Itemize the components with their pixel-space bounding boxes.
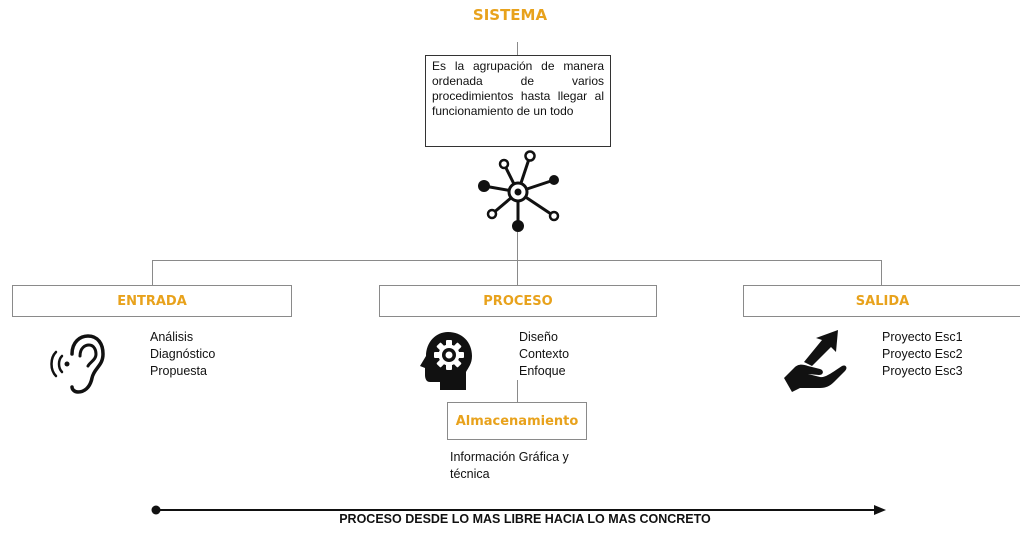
hand-arrow-icon [784,330,847,392]
definition-box: Es la agrupación de manera ordenada de v… [425,55,611,147]
horizontal-connector [152,260,881,261]
proceso-list: Diseño Contexto Enfoque [519,329,569,380]
diagram-title: SISTEMA [472,6,548,24]
salida-box: SALIDA [743,285,1020,317]
salida-connector [881,260,882,285]
storage-description: Información Gráfica y técnica [450,450,569,481]
hub-connector [517,232,518,260]
network-icon [478,150,560,232]
entrada-list: Análisis Diagnóstico Propuesta [150,329,215,380]
storage-label: Almacenamiento [455,413,579,429]
list-item: Contexto [519,347,570,361]
list-item: Proyecto Esc3 [882,364,963,378]
proceso-connector [517,260,518,285]
title-connector [517,42,518,55]
list-item: Propuesta [150,364,207,378]
entrada-label: ENTRADA [117,293,187,309]
list-item: Proyecto Esc2 [882,347,963,361]
storage-box: Almacenamiento [447,402,587,440]
list-item: Diseño [519,330,558,344]
entrada-box: ENTRADA [12,285,292,317]
list-item: Análisis [150,330,194,344]
list-item: Enfoque [519,364,566,378]
salida-label: SALIDA [855,293,910,309]
proceso-label: PROCESO [483,293,553,309]
head-gear-icon [420,332,472,390]
list-item: Proyecto Esc1 [882,330,963,344]
storage-connector [517,380,518,402]
ear-icon [50,334,105,394]
process-arrow [151,505,886,515]
entrada-connector [152,260,153,285]
list-item: Diagnóstico [150,347,216,361]
footer-caption: PROCESO DESDE LO MAS LIBRE HACIA LO MAS … [339,512,711,526]
proceso-box: PROCESO [379,285,657,317]
salida-list: Proyecto Esc1 Proyecto Esc2 Proyecto Esc… [882,329,963,380]
